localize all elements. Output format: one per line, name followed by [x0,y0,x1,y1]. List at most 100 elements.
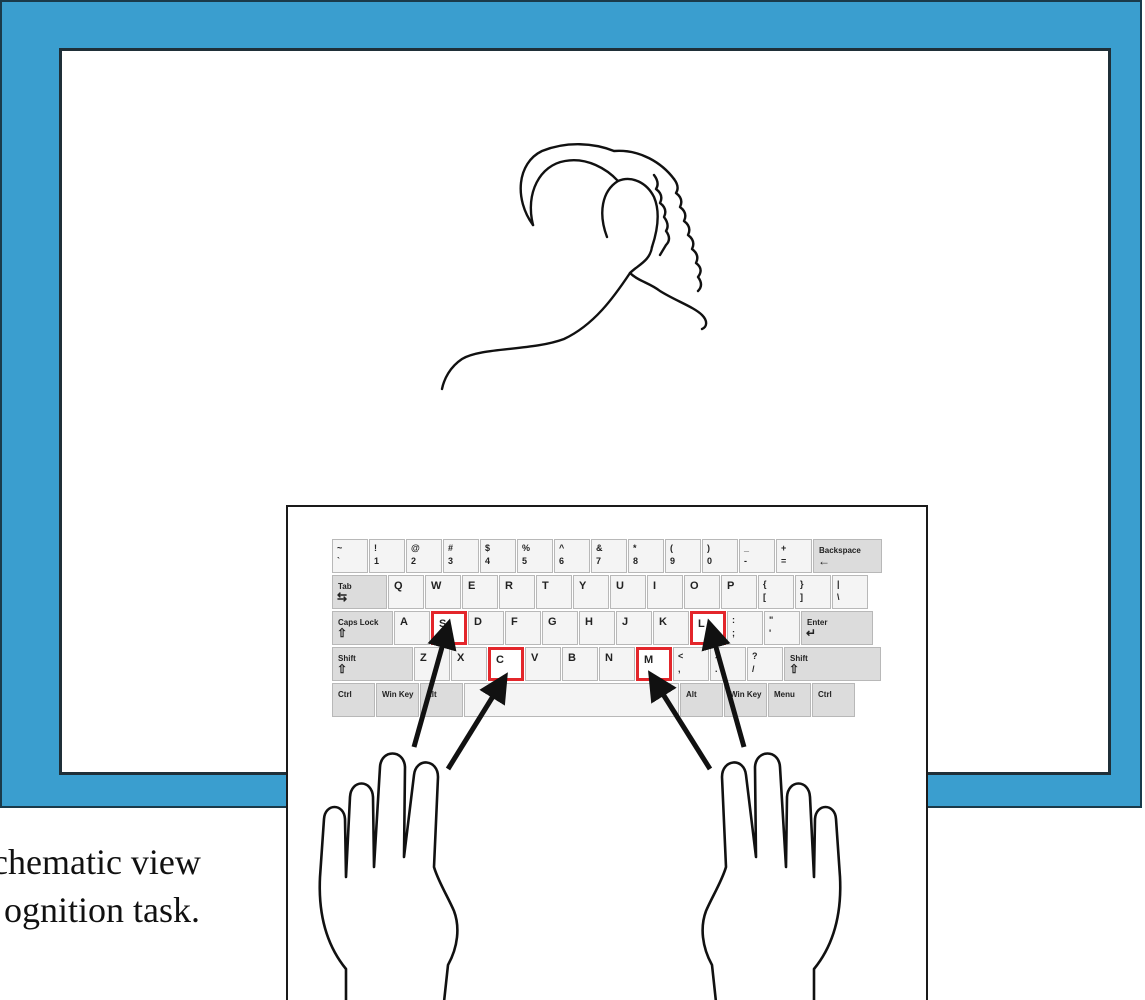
key-lower-glyph: , [678,664,681,674]
key-label: A [400,616,408,628]
key-upper-glyph: & [596,543,603,553]
key-lower-glyph: = [781,556,787,566]
key-j: J [616,611,652,645]
key-t: T [536,575,572,609]
enter-arrow-icon: ↵ [806,626,817,640]
key-i: I [647,575,683,609]
key-5: %5 [517,539,553,573]
key-label: V [531,652,539,664]
key-b: B [562,647,598,681]
key-symbol: <, [673,647,709,681]
key-4: $4 [480,539,516,573]
figure-caption: chematic view ognition task. [0,838,292,934]
key-lower-glyph: [ [763,592,766,602]
key-upper-glyph: + [781,543,787,553]
key-label: B [568,652,576,664]
key-upper-glyph: ) [707,543,710,553]
key-menu: Menu [768,683,811,717]
key-label: Menu [774,690,795,699]
key-label: N [605,652,613,664]
head-line [628,245,708,331]
key-enter: Enter↵ [801,611,873,645]
key-f: F [505,611,541,645]
pointing-arrow-icon [648,670,713,771]
key-label: F [511,616,518,628]
key-backspace: Backspace← [813,539,882,573]
key-y: Y [573,575,609,609]
key-label: E [468,580,476,592]
key-lower-glyph: 6 [559,556,565,566]
horn-inner-ridge [652,173,671,257]
horn-inner-line [529,159,620,227]
key-ctrl: Ctrl [332,683,375,717]
caption-line-2: ognition task. [4,890,200,930]
hands-and-arrows-overlay [318,618,842,1000]
key-tab: Tab⇆ [332,575,387,609]
pointing-arrow-icon [411,618,457,748]
ibex-horn-stimulus-icon [440,143,708,391]
key-label: Q [394,580,403,592]
key-lower-glyph: ; [732,628,735,638]
response-inset-panel: ~`!1@2#3$4%5^6&7*8(9)0_-+=Backspace←Tab⇆… [286,505,928,1000]
key-lower-glyph: 1 [374,556,380,566]
key-symbol: ?/ [747,647,783,681]
key-lower-glyph: 3 [448,556,454,566]
key-q: Q [388,575,424,609]
key-symbol: |\ [832,575,868,609]
key-label: T [542,580,549,592]
key-label: L [698,618,705,630]
key-symbol: "' [764,611,800,645]
key-o: O [684,575,720,609]
key-label: Enter [807,618,828,627]
key-lower-glyph: . [715,664,718,674]
key-shift: Shift⇧ [332,647,413,681]
neck-line [440,271,632,391]
key-e: E [462,575,498,609]
key-upper-glyph: { [763,579,767,589]
key-n: N [599,647,635,681]
caption-line-1: chematic view [0,842,201,882]
key-upper-glyph: ( [670,543,673,553]
key-r: R [499,575,535,609]
key-lower-glyph: - [744,556,747,566]
key-label: C [496,654,504,666]
key-h: H [579,611,615,645]
key-label: Tab [338,582,352,591]
key-lower-glyph: ` [337,556,340,566]
key-label: X [457,652,465,664]
key-ctrl: Ctrl [812,683,855,717]
key-lower-glyph: 9 [670,556,676,566]
key-label: H [585,616,593,628]
key-label: Win Key [730,690,762,699]
key-g: G [542,611,578,645]
shift-arrow-icon: ⇧ [337,662,348,676]
key-label: O [690,580,699,592]
key-3: #3 [443,539,479,573]
key-label: U [616,580,624,592]
key-lower-glyph: 5 [522,556,528,566]
key-upper-glyph: # [448,543,454,553]
key-upper-glyph: * [633,543,637,553]
key-6: ^6 [554,539,590,573]
key-v: V [525,647,561,681]
key-label: Z [420,652,427,664]
key-8: *8 [628,539,664,573]
key-lower-glyph: / [752,664,755,674]
key-upper-glyph: $ [485,543,491,553]
key-k: K [653,611,689,645]
key-upper-glyph: ! [374,543,377,553]
key-9: (9 [665,539,701,573]
pointing-arrow-icon [445,672,508,771]
tab-arrows-icon: ⇆ [337,590,348,604]
key-upper-glyph: ^ [559,543,565,553]
key-label: Ctrl [818,690,832,699]
key-p: P [721,575,757,609]
key-symbol: >. [710,647,746,681]
key-7: &7 [591,539,627,573]
key-d: D [468,611,504,645]
key-label: J [622,616,629,628]
key-label: Win Key [382,690,414,699]
key-label: Alt [686,690,697,699]
key-label: P [727,580,735,592]
key-label: R [505,580,513,592]
